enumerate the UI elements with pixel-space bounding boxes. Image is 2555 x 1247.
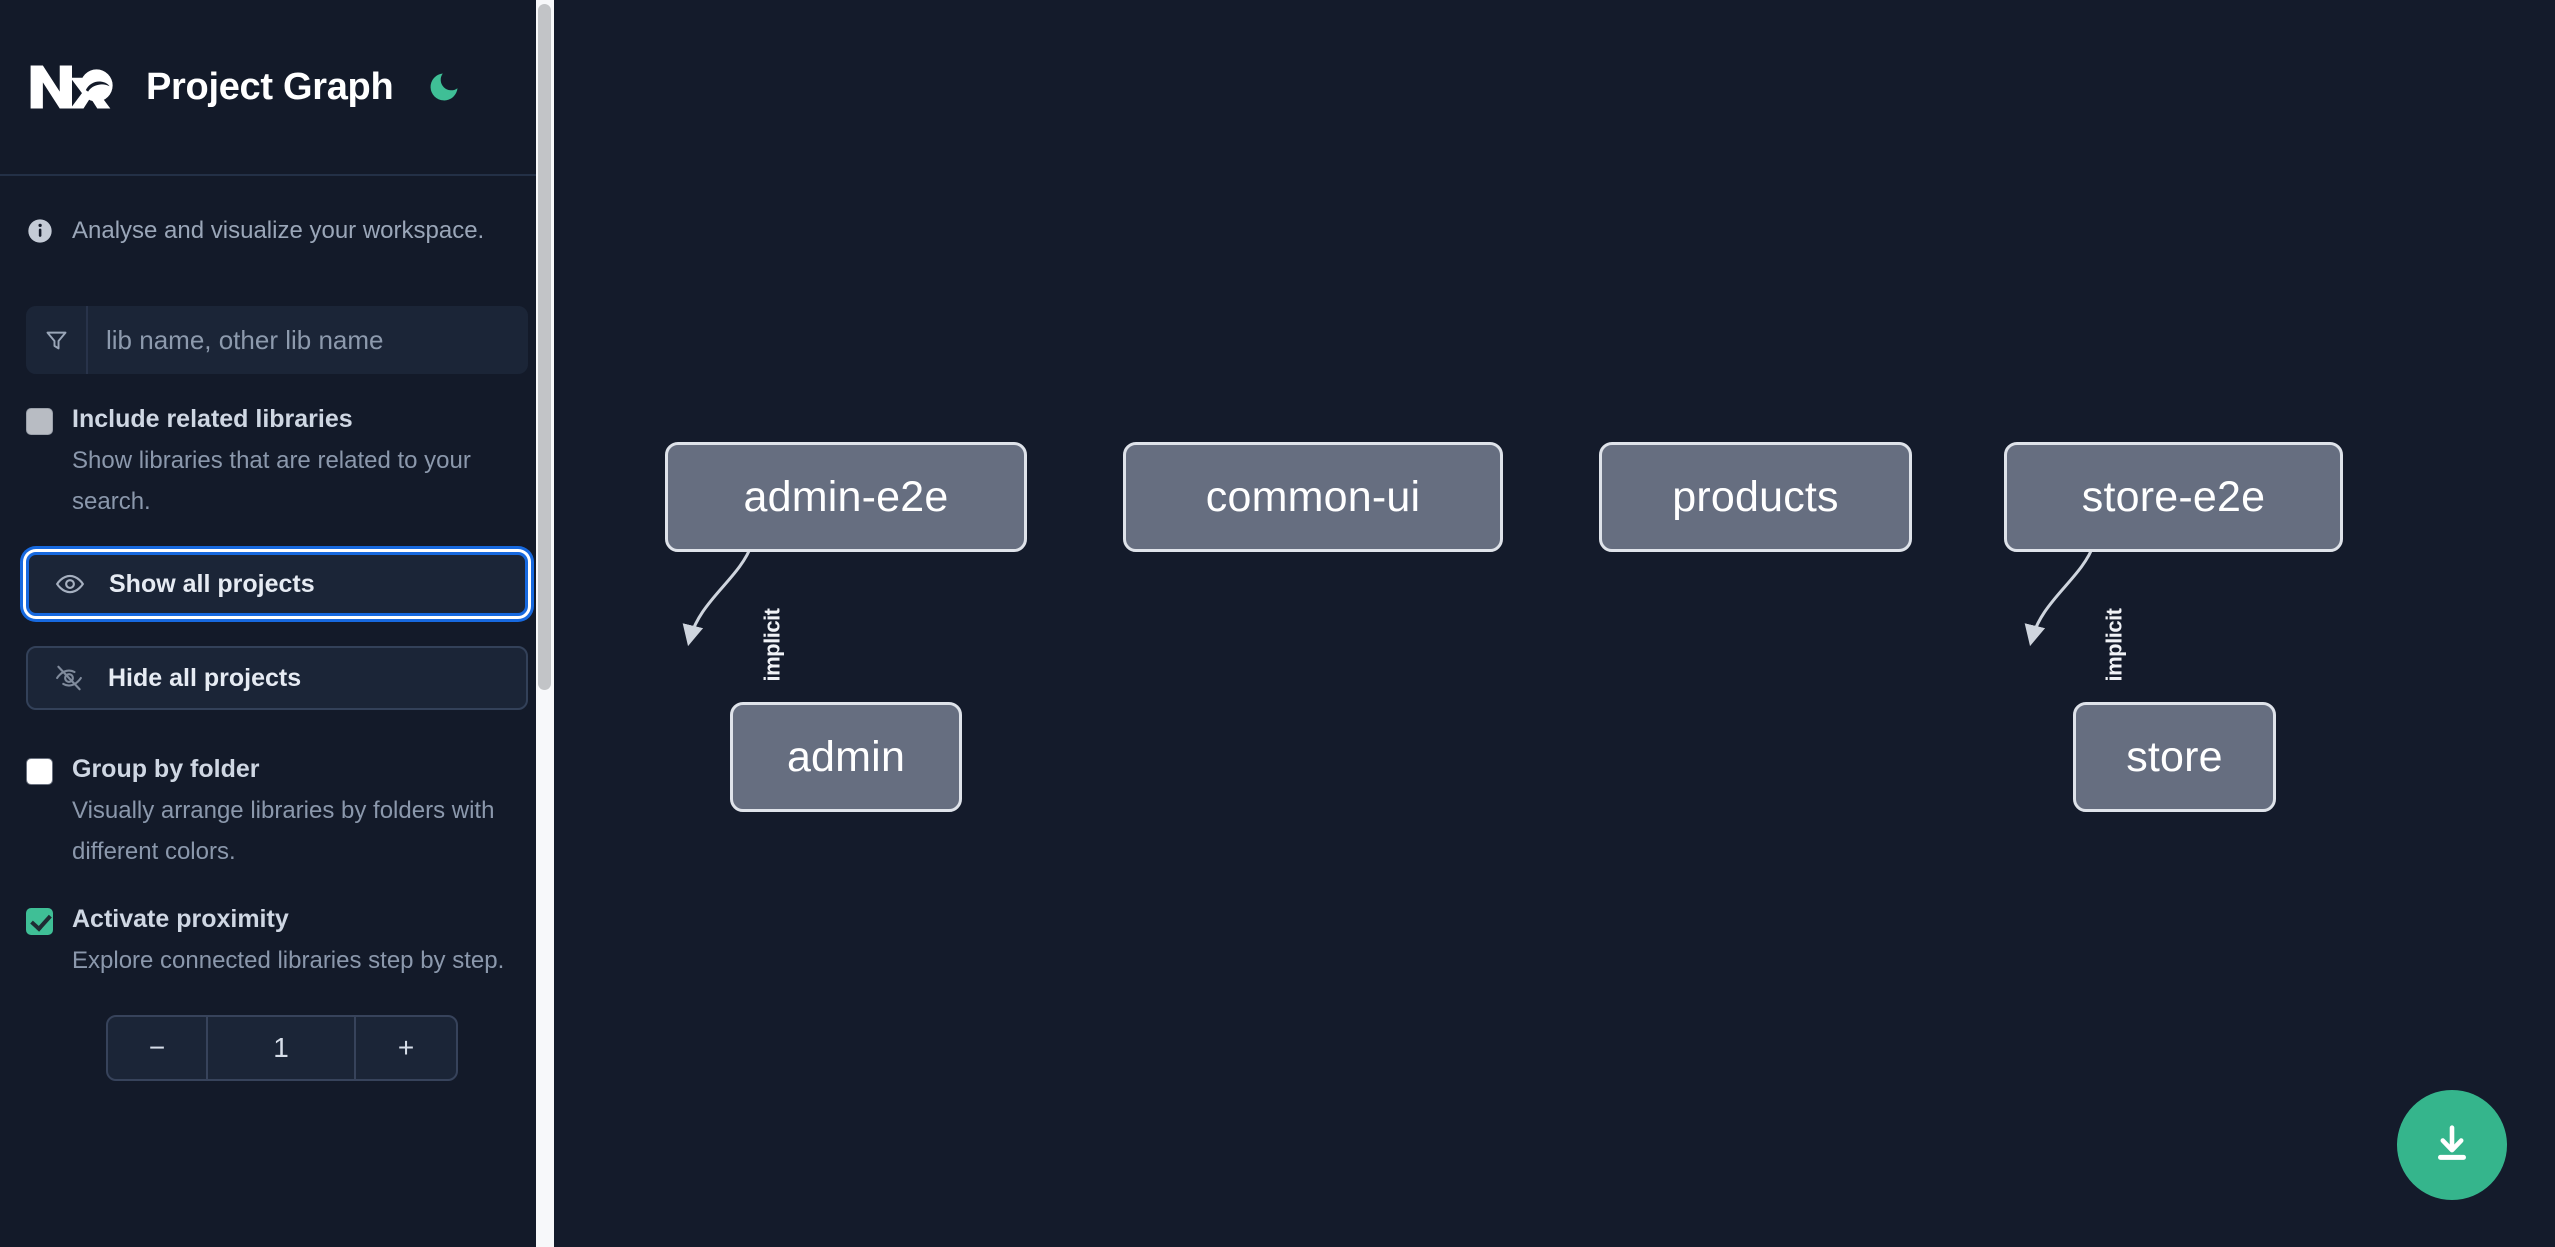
show-all-projects-label: Show all projects <box>109 569 315 598</box>
funnel-icon[interactable] <box>26 306 88 374</box>
activate-proximity-label[interactable]: Activate proximity <box>72 905 289 933</box>
search-input[interactable] <box>88 306 528 374</box>
eye-off-icon <box>54 662 86 694</box>
graph-node-store-e2e[interactable]: store-e2e <box>2004 442 2343 552</box>
graph-node-products[interactable]: products <box>1599 442 1912 552</box>
sidebar: Project Graph Analyse and visualize your… <box>0 0 554 1247</box>
group-by-folder-checkbox[interactable] <box>26 758 53 785</box>
graph-edge-label-admin-implicit: implicit <box>759 608 785 682</box>
graph-node-label: common-ui <box>1205 472 1421 521</box>
proximity-value: 1 <box>208 1017 356 1079</box>
group-by-folder-desc: Visually arrange libraries by folders wi… <box>72 797 495 865</box>
hide-all-projects-label: Hide all projects <box>108 663 302 692</box>
download-icon <box>2429 1121 2475 1170</box>
graph-node-admin-e2e[interactable]: admin-e2e <box>665 442 1027 552</box>
graph-edge-label-store-implicit: implicit <box>2101 608 2127 682</box>
group-by-folder-label[interactable]: Group by folder <box>72 755 260 783</box>
graph-node-label: admin-e2e <box>743 472 949 521</box>
workspace-note: Analyse and visualize your workspace. <box>26 176 528 272</box>
include-related-libraries-label[interactable]: Include related libraries <box>72 405 353 433</box>
graph-node-label: store-e2e <box>2081 472 2266 521</box>
info-icon <box>26 217 54 245</box>
graph-node-label: store <box>2126 732 2223 781</box>
include-related-libraries-desc: Show libraries that are related to your … <box>72 447 471 515</box>
proximity-decrement-button[interactable]: − <box>108 1017 208 1079</box>
hide-all-projects-button[interactable]: Hide all projects <box>26 646 528 710</box>
graph-node-admin[interactable]: admin <box>730 702 962 812</box>
sidebar-body: Analyse and visualize your workspace. In… <box>0 176 554 1081</box>
filter-row <box>26 306 528 374</box>
page-title: Project Graph <box>146 65 394 108</box>
graph-node-common-ui[interactable]: common-ui <box>1123 442 1503 552</box>
graph-canvas[interactable]: admin-e2e common-ui products store-e2e a… <box>554 0 2555 1247</box>
sidebar-scrollbar-thumb[interactable] <box>538 4 551 690</box>
proximity-stepper: − 1 + <box>106 1015 458 1081</box>
graph-node-label: products <box>1672 472 1839 521</box>
activate-proximity-checkbox[interactable] <box>26 908 53 935</box>
graph-node-store[interactable]: store <box>2073 702 2276 812</box>
include-related-libraries-checkbox[interactable] <box>26 408 53 435</box>
workspace-note-text: Analyse and visualize your workspace. <box>72 217 485 244</box>
activate-proximity-desc: Explore connected libraries step by step… <box>72 947 505 974</box>
nx-logo-icon <box>26 55 118 119</box>
download-graph-button[interactable] <box>2397 1090 2507 1200</box>
graph-node-label: admin <box>786 732 906 781</box>
option-group-by-folder: Group by folder Visually arrange librari… <box>26 754 528 872</box>
sidebar-header: Project Graph <box>0 0 554 176</box>
show-all-projects-button[interactable]: Show all projects <box>26 552 528 616</box>
moon-icon[interactable] <box>423 66 465 108</box>
option-activate-proximity: Activate proximity Explore connected lib… <box>26 904 528 981</box>
proximity-increment-button[interactable]: + <box>397 1032 415 1063</box>
option-include-related-libraries: Include related libraries Show libraries… <box>26 404 528 522</box>
eye-icon <box>55 568 87 600</box>
graph-edges <box>682 543 2096 647</box>
sidebar-scrollbar-track[interactable] <box>536 0 554 1247</box>
